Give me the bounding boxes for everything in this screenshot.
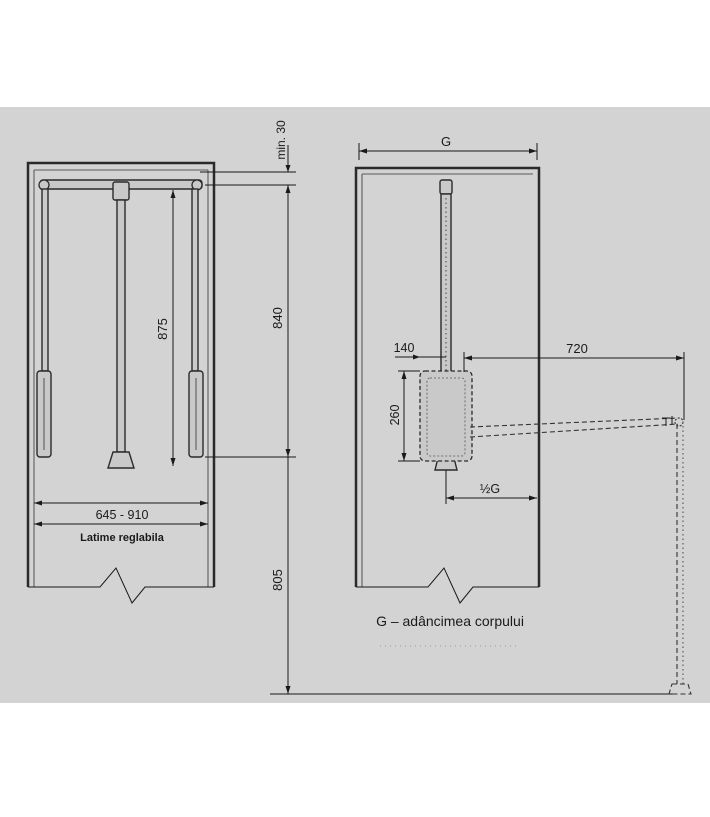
side-basket <box>419 370 473 462</box>
dim-width-label: 645 - 910 <box>96 508 149 522</box>
pulled-arm-lower <box>469 423 679 438</box>
front-break-symbol <box>28 567 214 604</box>
pulled-arm-upper <box>469 417 679 428</box>
dim-840-label: 840 <box>270 307 285 329</box>
dim-140-arrow <box>413 354 420 360</box>
dim-840-arrow-top <box>285 185 291 193</box>
dim-875-arrow-bottom <box>170 458 176 466</box>
dim-260-arrow-bottom <box>401 453 407 461</box>
dim-260-label: 260 <box>388 405 402 426</box>
dim-halfg-arrow-right <box>529 495 537 501</box>
side-cabinet-outline <box>354 166 541 587</box>
dim-875-label: 875 <box>155 318 170 340</box>
pulled-hook <box>662 416 673 426</box>
dim-halfg-label: ½G <box>480 482 500 496</box>
dim-720-label: 720 <box>566 341 588 356</box>
lift-handle-base <box>107 451 135 469</box>
dim-width2-arrow-left <box>34 521 42 527</box>
dim-840-arrow-bottom <box>285 449 291 457</box>
dim-805-label: 805 <box>270 569 285 591</box>
pulled-base <box>668 683 692 695</box>
pulled-pivot <box>674 417 684 427</box>
dim-g-arrow-left <box>359 148 367 154</box>
side-break-symbol <box>356 567 539 604</box>
lift-right-arm <box>191 188 199 372</box>
dim-720-arrow-left <box>464 355 472 361</box>
lift-center-bracket <box>112 181 130 201</box>
width-caption: Latime reglabila <box>80 532 165 544</box>
dim-width2-arrow-right <box>200 521 208 527</box>
dim-720-arrow-right <box>676 355 684 361</box>
dim-140-label: 140 <box>394 341 415 355</box>
dim-875-arrow-top <box>170 190 176 198</box>
side-basket-inner <box>426 377 466 457</box>
depth-legend: G – adâncimea corpului <box>376 613 524 629</box>
dim-g-label: G <box>441 134 451 149</box>
dim-260-arrow-top <box>401 371 407 379</box>
lift-center-pole <box>116 199 126 453</box>
side-view: G 140 260 720 <box>354 134 692 695</box>
dim-width-arrow-left <box>34 500 42 506</box>
dim-min30-arrow <box>285 165 291 172</box>
front-cabinet-outline <box>26 161 216 587</box>
dim-width-arrow-right <box>200 500 208 506</box>
dim-g-arrow-right <box>529 148 537 154</box>
dim-halfg-arrow-left <box>446 495 454 501</box>
front-view: 875 min. 30 840 805 645 - 910 Latime reg… <box>26 120 676 695</box>
lift-left-arm <box>41 188 49 372</box>
side-lift-cap <box>439 179 453 195</box>
dim-805-arrow-bottom <box>285 686 291 694</box>
dim-min30-label: min. 30 <box>274 120 288 160</box>
